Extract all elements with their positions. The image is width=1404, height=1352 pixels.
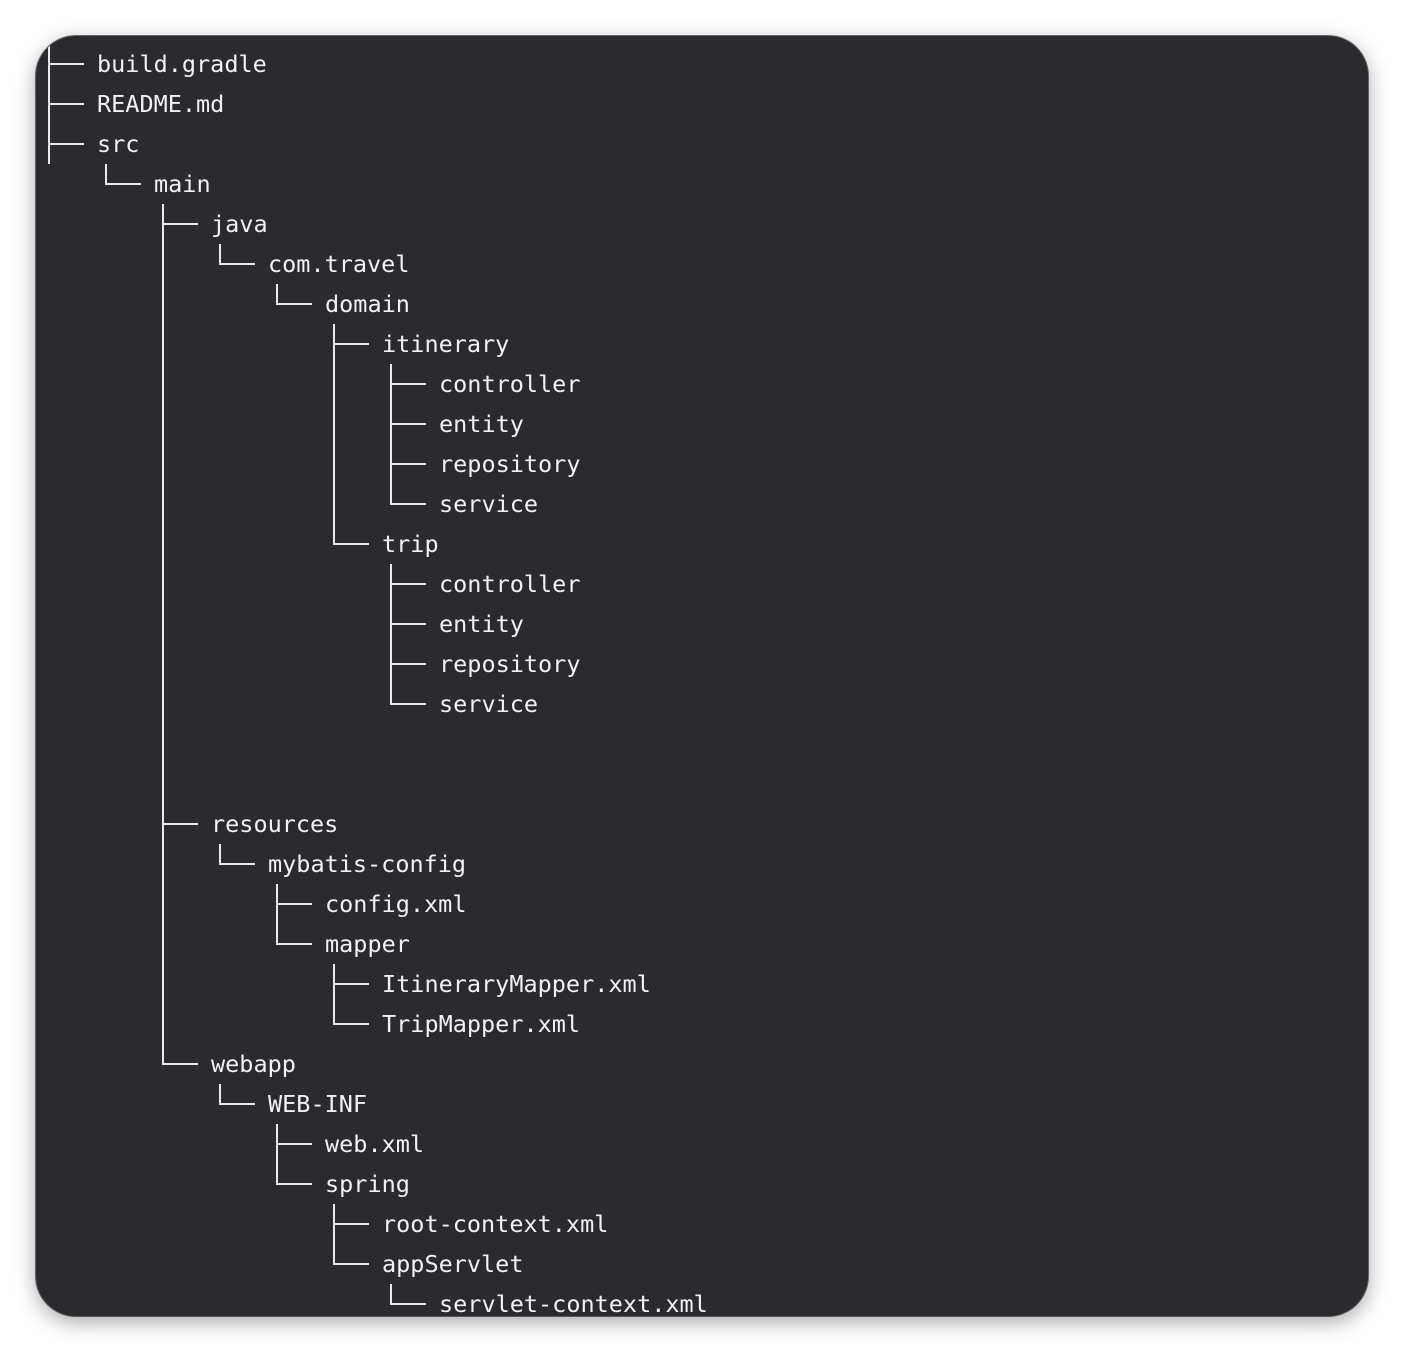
- tree-guide: [160, 324, 217, 364]
- tree-tee-connector: [388, 644, 445, 684]
- tree-elbow-connector: [388, 1284, 445, 1316]
- tree-folder-name: appServlet: [382, 1250, 524, 1278]
- tree-folder-name: main: [154, 170, 211, 198]
- tree-guide: [160, 604, 217, 644]
- tree-tee-connector: [388, 364, 445, 404]
- tree-folder-name: com.travel: [268, 250, 410, 278]
- tree-guide: [160, 924, 217, 964]
- tree-elbow-connector: [217, 1084, 274, 1124]
- tree-guide: [160, 844, 217, 884]
- tree-guide: [331, 484, 388, 524]
- tree-file-name: root-context.xml: [382, 1210, 609, 1238]
- tree-tee-connector: [388, 604, 445, 644]
- tree-guide: [160, 564, 217, 604]
- tree-tee-connector: [331, 324, 388, 364]
- tree-tee-connector: [274, 1124, 331, 1164]
- tree-folder-name: src: [97, 130, 140, 158]
- tree-file-name: servlet-context.xml: [439, 1290, 708, 1316]
- tree-folder-name: service: [439, 690, 539, 718]
- tree-guide: [160, 444, 217, 484]
- tree-folder-name: trip: [382, 530, 439, 558]
- tree-tee-connector: [160, 204, 217, 244]
- tree-tee-connector: [388, 444, 445, 484]
- tree-elbow-connector: [160, 1044, 217, 1084]
- tree-guide: [331, 444, 388, 484]
- tree-folder-name: WEB-INF: [268, 1090, 368, 1118]
- tree-folder-name: entity: [439, 610, 524, 638]
- tree-guide: [160, 964, 217, 1004]
- tree-folder-name: domain: [325, 290, 410, 318]
- tree-elbow-connector: [274, 924, 331, 964]
- tree-file-name: build.gradle: [97, 50, 267, 78]
- tree-elbow-connector: [103, 164, 160, 204]
- tree-folder-name: controller: [439, 370, 581, 398]
- tree-guide: [160, 684, 217, 724]
- tree-elbow-connector: [217, 244, 274, 284]
- tree-folder-name: itinerary: [382, 330, 510, 358]
- tree-file-name: web.xml: [325, 1130, 425, 1158]
- tree-tee-connector: [388, 404, 445, 444]
- tree-folder-name: repository: [439, 650, 581, 678]
- tree-elbow-connector: [331, 1004, 388, 1044]
- tree-guide: [160, 284, 217, 324]
- tree-elbow-connector: [217, 844, 274, 884]
- tree-guide: [160, 724, 217, 764]
- tree-file-name: README.md: [97, 90, 225, 118]
- tree-elbow-connector: [388, 684, 445, 724]
- tree-guide: [160, 364, 217, 404]
- tree-folder-name: webapp: [211, 1050, 296, 1078]
- tree-tee-connector: [388, 564, 445, 604]
- tree-guide: [331, 364, 388, 404]
- tree-tee-connector: [46, 124, 103, 164]
- tree-folder-name: java: [211, 210, 268, 238]
- tree-folder-name: service: [439, 490, 539, 518]
- tree-guide: [160, 884, 217, 924]
- tree-tee-connector: [274, 884, 331, 924]
- tree-guide: [160, 484, 217, 524]
- tree-tee-connector: [331, 964, 388, 1004]
- tree-folder-name: entity: [439, 410, 524, 438]
- tree-file-name: TripMapper.xml: [382, 1010, 581, 1038]
- tree-guide: [160, 644, 217, 684]
- tree-elbow-connector: [388, 484, 445, 524]
- tree-guide: [160, 1004, 217, 1044]
- tree-elbow-connector: [331, 524, 388, 564]
- tree-guide: [331, 404, 388, 444]
- tree-guide: [160, 404, 217, 444]
- tree-guide: [160, 764, 217, 804]
- tree-file-name: ItineraryMapper.xml: [382, 970, 651, 998]
- tree-guide: [160, 244, 217, 284]
- tree-folder-name: spring: [325, 1170, 410, 1198]
- tree-folder-name: mybatis-config: [268, 850, 467, 878]
- tree-tee-connector: [331, 1204, 388, 1244]
- tree-elbow-connector: [274, 284, 331, 324]
- tree-folder-name: mapper: [325, 930, 410, 958]
- tree-tee-connector: [46, 44, 103, 84]
- tree-folder-name: controller: [439, 570, 581, 598]
- tree-file-name: config.xml: [325, 890, 467, 918]
- tree-folder-name: repository: [439, 450, 581, 478]
- tree-guide: [160, 524, 217, 564]
- tree-elbow-connector: [274, 1164, 331, 1204]
- tree-elbow-connector: [331, 1244, 388, 1284]
- tree-tee-connector: [160, 804, 217, 844]
- tree-folder-name: resources: [211, 810, 339, 838]
- tree-tee-connector: [46, 84, 103, 124]
